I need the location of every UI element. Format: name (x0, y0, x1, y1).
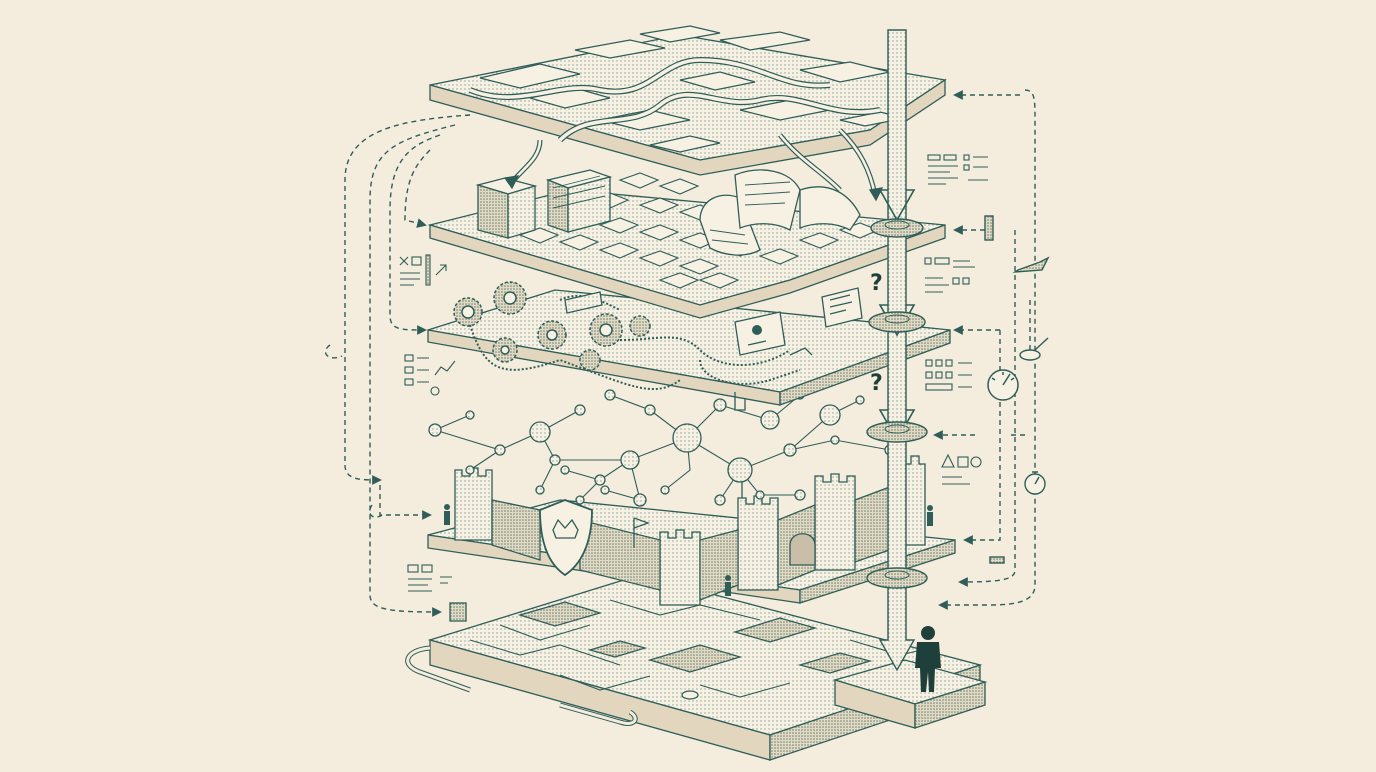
document-stack-icon (475, 169, 613, 239)
gauge-icon (987, 369, 1019, 401)
data-blocks-layer (427, 169, 946, 319)
question-mark-1: ? (870, 271, 883, 296)
dashed-loop-left (324, 114, 471, 617)
paper-scroll-icon (699, 169, 861, 256)
gear-icon (453, 281, 651, 371)
chip-icon (517, 601, 873, 674)
slider-icon (984, 215, 1050, 564)
id-card-icon (734, 287, 863, 356)
person-figure-icon (915, 626, 941, 692)
vertical-data-shaft (866, 29, 928, 672)
question-mark-2: ? (870, 371, 883, 396)
glyph-panels (399, 154, 988, 592)
shaft-ring (866, 218, 928, 589)
stopwatch-icon (1024, 471, 1046, 495)
exit-platform (832, 626, 988, 729)
road-network-layer (429, 25, 947, 202)
gears-and-chains-layer (427, 281, 951, 411)
